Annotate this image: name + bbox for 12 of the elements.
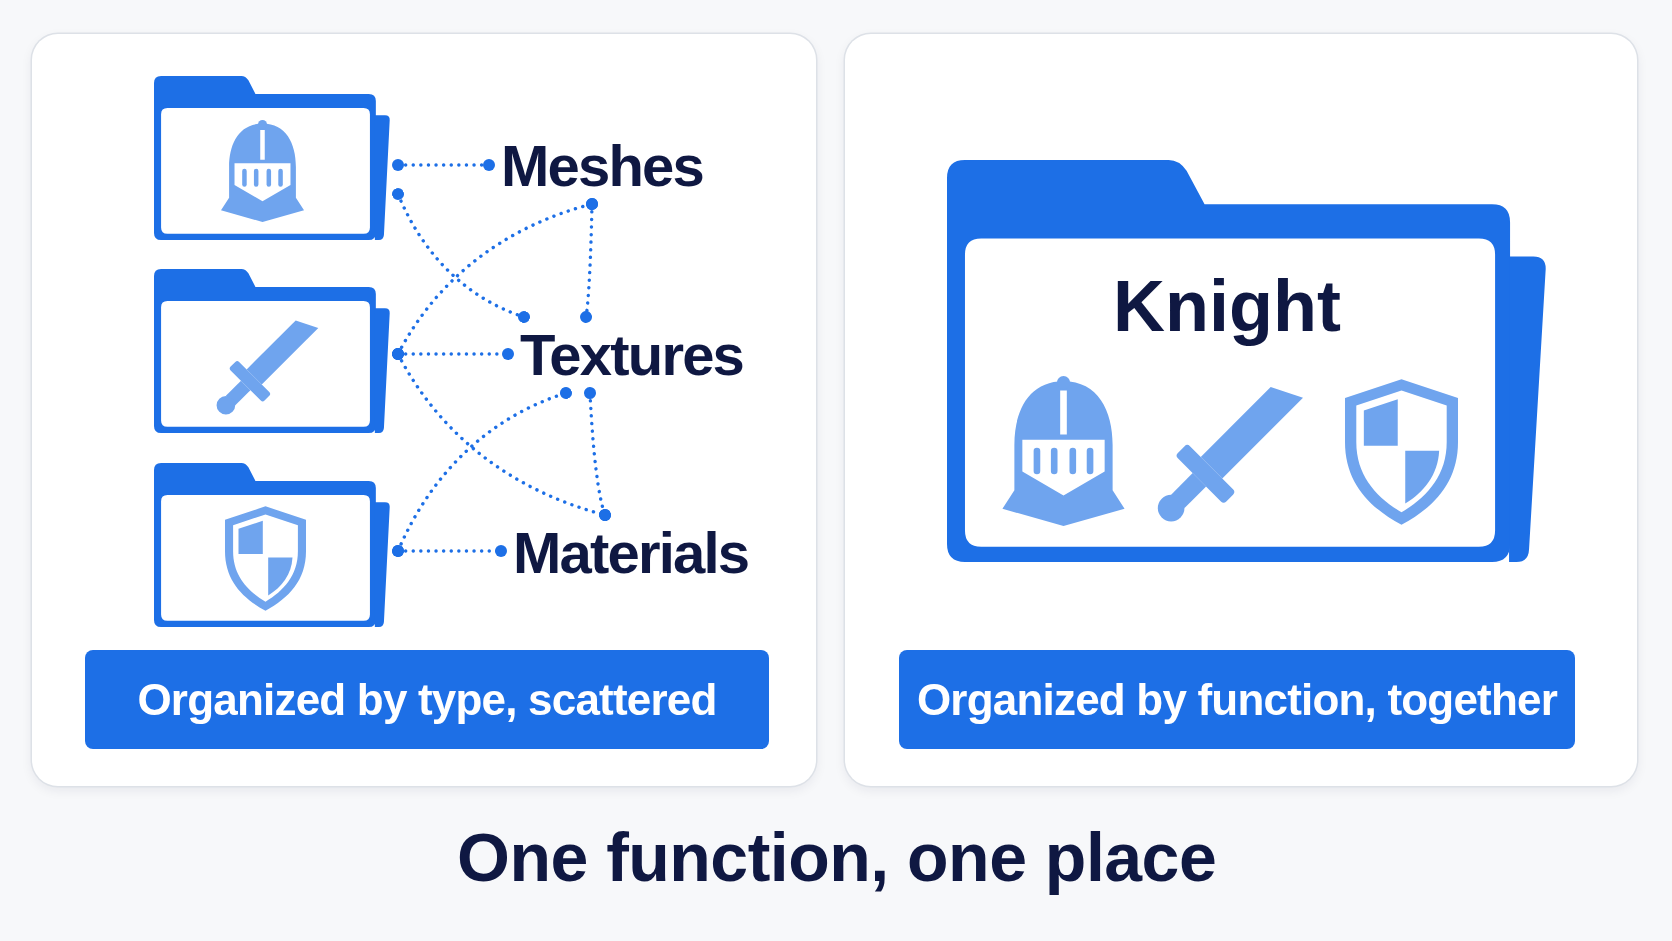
caption-banner: Organized by function, together xyxy=(899,650,1575,749)
dotted-connector xyxy=(580,198,598,323)
panel-card xyxy=(32,34,816,786)
category-label: Textures xyxy=(520,326,744,384)
panel-card xyxy=(845,34,1637,786)
category-label: Materials xyxy=(513,524,749,582)
caption-banner: Organized by type, scattered xyxy=(85,650,769,749)
dotted-connector xyxy=(584,387,611,521)
dotted-connector xyxy=(392,188,530,323)
category-label: Meshes xyxy=(501,137,703,195)
dotted-connector xyxy=(392,159,495,171)
dotted-connector xyxy=(392,545,507,557)
